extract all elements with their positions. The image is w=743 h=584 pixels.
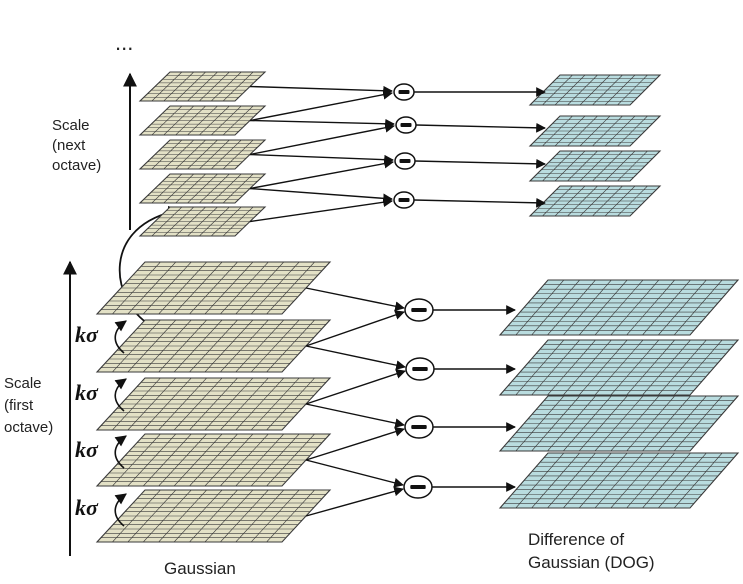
first-octave-arrow-in-b-2 — [305, 369, 406, 405]
k-sigma-step-1: kσ — [75, 320, 127, 354]
next-octave-dog-level-2 — [528, 115, 662, 147]
next-octave-arrow-out-3 — [414, 158, 546, 169]
continuation-dots: ... — [115, 30, 133, 55]
first-octave-gaussian-level-4 — [95, 433, 332, 487]
first-octave-gaussian-level-2 — [95, 319, 332, 373]
next-octave-subtract-op-4 — [393, 191, 415, 209]
k-sigma-label: kσ — [75, 322, 99, 347]
k-sigma-step-3: kσ — [75, 435, 127, 469]
first-octave-arrow-in-b-1 — [305, 310, 405, 347]
first-octave-subtract-op-2 — [405, 357, 435, 381]
first-octave-gaussian-level-5 — [95, 489, 332, 543]
first-octave-arrow-in-a-1 — [305, 287, 405, 312]
scale-next-octave-label: Scale (next octave) — [52, 117, 101, 174]
dog-label: Difference of Gaussian (DOG) — [528, 530, 655, 572]
first-octave-subtract-op-4 — [403, 475, 433, 499]
next-octave-subtract-op-1 — [393, 83, 415, 101]
first-octave-dog-level-2 — [498, 339, 740, 396]
next-octave-arrow-out-4 — [413, 197, 546, 208]
gaussian-label: Gaussian — [164, 559, 236, 578]
next-octave-gaussian-level-2 — [138, 105, 267, 136]
first-octave-arrow-in-a-3 — [305, 403, 405, 428]
next-octave-subtract-op-2 — [395, 116, 417, 134]
k-sigma-step-4: kσ — [75, 493, 127, 527]
next-octave-dog-level-1 — [528, 74, 662, 106]
next-octave-arrow-in-a-3 — [249, 153, 394, 165]
first-octave-subtract-op-3 — [404, 415, 434, 439]
first-octave-dog-level-4 — [498, 452, 740, 509]
k-sigma-label: kσ — [75, 380, 99, 405]
next-octave-gaussian-level-1 — [138, 71, 267, 102]
next-octave-arrow-in-a-4 — [249, 187, 393, 204]
first-octave-dog-level-3 — [498, 395, 740, 452]
next-octave-gaussian-level-4 — [138, 173, 267, 204]
first-octave-arrow-in-a-2 — [305, 345, 406, 370]
next-octave-arrow-in-b-2 — [249, 122, 395, 156]
next-octave-arrow-in-b-4 — [249, 197, 393, 223]
next-octave-arrow-in-b-3 — [249, 158, 394, 190]
next-octave-dog-level-3 — [528, 150, 662, 182]
next-octave-subtract-op-3 — [394, 152, 416, 170]
first-octave-gaussian-level-3 — [95, 377, 332, 431]
next-octave-gaussian-level-3 — [138, 139, 267, 170]
k-sigma-step-2: kσ — [75, 378, 127, 412]
k-sigma-label: kσ — [75, 495, 99, 520]
first-octave-arrow-in-b-3 — [305, 426, 405, 461]
next-octave-arrow-in-a-1 — [249, 85, 393, 96]
next-octave-gaussian-level-5 — [138, 206, 267, 237]
scale-first-octave-label: Scale (first octave) — [4, 375, 53, 436]
k-sigma-label: kσ — [75, 437, 99, 462]
first-octave-dog-level-1 — [498, 279, 740, 336]
first-octave-arrow-in-a-4 — [305, 459, 404, 488]
next-octave-dog-level-4 — [528, 185, 662, 217]
next-octave-arrow-in-b-1 — [249, 89, 393, 122]
first-octave-gaussian-level-1 — [95, 261, 332, 315]
next-octave-arrow-in-a-2 — [249, 118, 395, 129]
first-octave-subtract-op-1 — [404, 298, 434, 322]
next-octave-arrow-out-2 — [415, 122, 546, 133]
first-octave-arrow-in-b-4 — [305, 486, 404, 517]
